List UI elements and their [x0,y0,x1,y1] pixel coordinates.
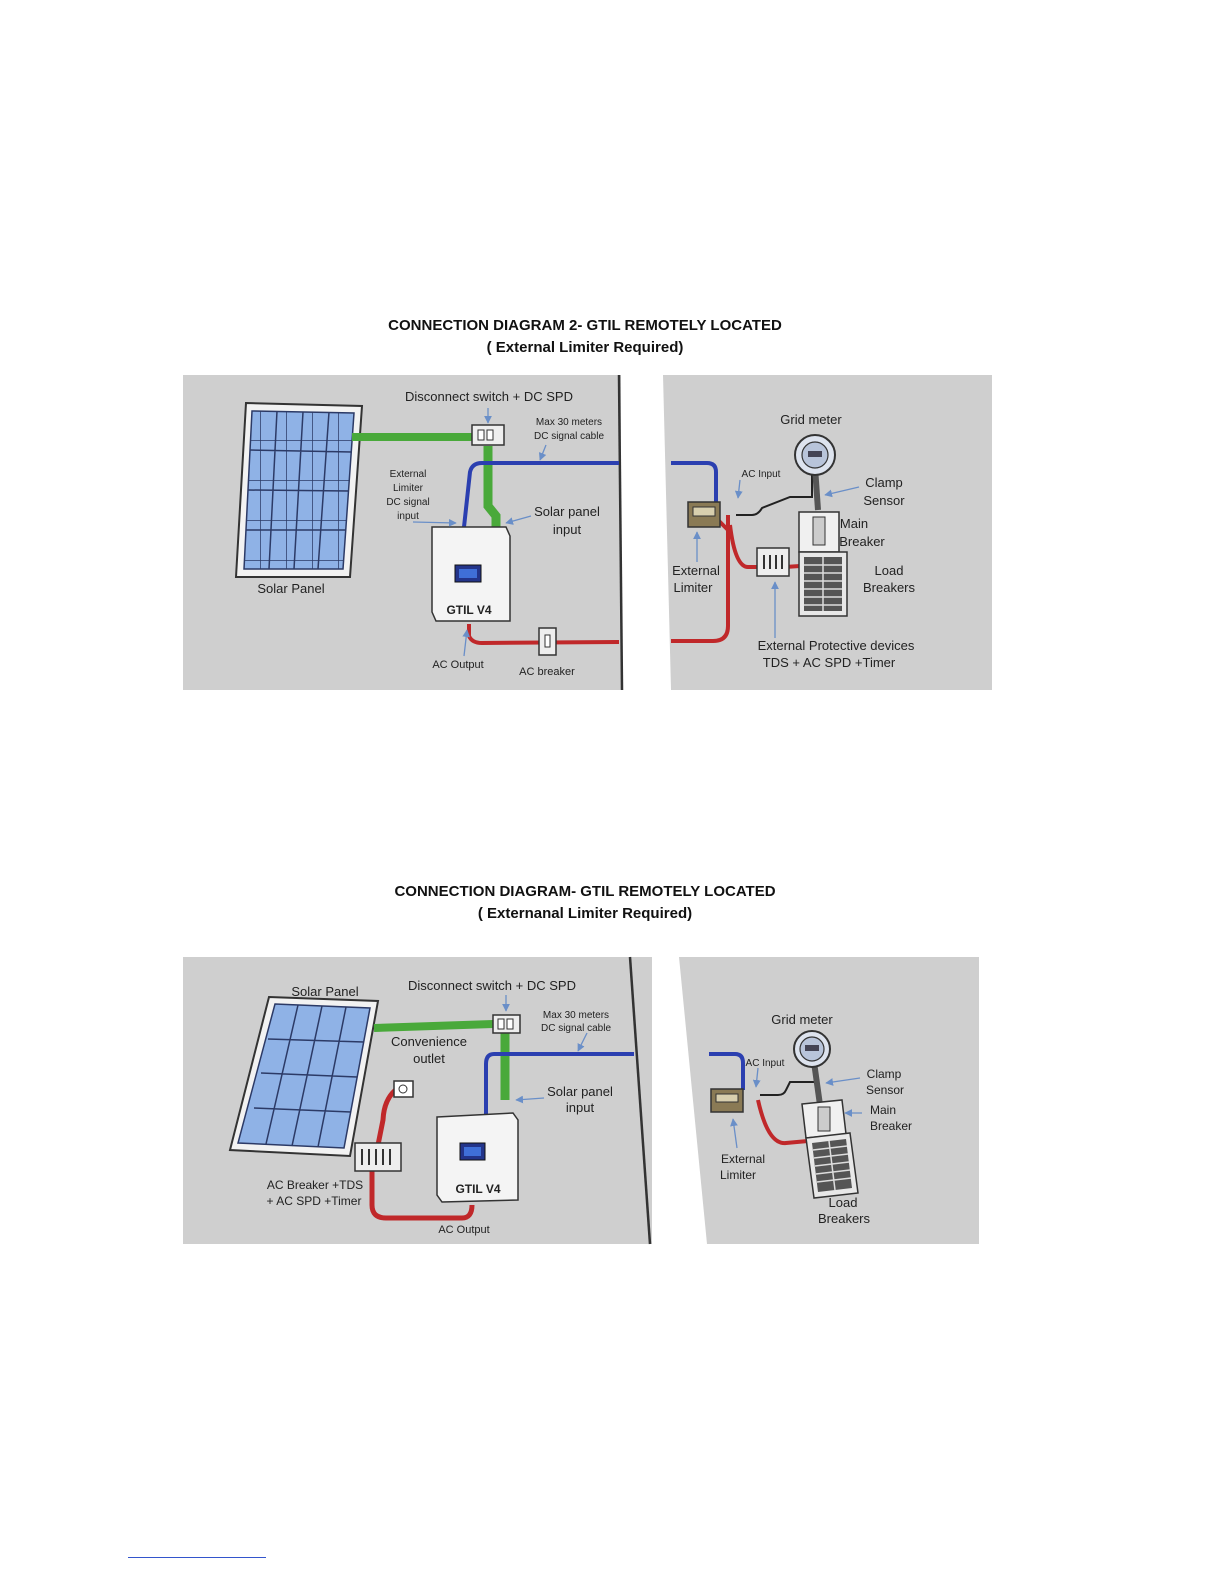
label-clamp2: Sensor [866,1083,904,1097]
label-solar-panel: Solar Panel [257,581,324,596]
arrow-ext [412,518,457,527]
label-max1: Max 30 meters [536,417,602,428]
label-limiter2: Limiter [720,1168,756,1182]
label-spi2: input [566,1100,595,1115]
label-ext2: Limiter [393,483,424,494]
dc-cable [373,1020,494,1032]
label-prot2: TDS + AC SPD +Timer [763,655,896,670]
diagram2-wall-line [628,956,652,1245]
arrow-limiter [730,1118,738,1149]
label-ac-output: AC Output [432,659,483,671]
arrow-spi [505,515,532,525]
label-inverter: GTIL V4 [455,1182,500,1196]
label-spi1: Solar panel [547,1084,613,1099]
label-main1: Main [870,1103,896,1117]
arrow-max [577,1032,588,1052]
external-limiter-icon [687,501,721,528]
label-disconnect: Disconnect switch + DC SPD [405,389,573,404]
label-clamp1: Clamp [867,1067,902,1081]
inverter-icon [431,526,511,622]
diagram1-wall-line [617,374,624,691]
label-ac-output: AC Output [438,1224,489,1236]
arrow-spi [515,1095,545,1104]
label-limiter1: External [672,563,720,578]
label-prot1: External Protective devices [758,638,915,653]
solar-panel-icon [234,401,364,578]
label-ac-breaker: AC breaker [519,666,575,678]
label-load1: Load [875,563,904,578]
diagram1: Disconnect switch + DC SPD Max 30 meters… [183,374,992,691]
arrow-max [538,444,547,461]
label-max2: DC signal cable [541,1023,611,1034]
label-conv2: outlet [413,1051,445,1066]
signal-cable-right [671,461,718,510]
protective-devices-icon [756,547,790,577]
label-max2: DC signal cable [534,431,604,442]
label-spi2: input [553,522,582,537]
label-limiter2: Limiter [673,580,713,595]
label-clamp2: Sensor [863,493,905,508]
dc-cable-down [483,446,501,528]
arrow-clamp [825,1077,861,1086]
convenience-outlet-icon [393,1080,414,1098]
clamp-wire [760,1068,816,1096]
label-ext4: input [397,511,419,522]
signal-cable [462,461,619,528]
grid-meter-icon [794,434,836,476]
label-main1: Main [840,516,868,531]
arrow-acin [752,1067,761,1088]
label-ext1: External [390,469,427,480]
label-load1: Load [829,1195,858,1210]
diagram2: Solar Panel Disconnect switch + DC SPD M… [183,956,979,1245]
label-main2: Breaker [839,534,885,549]
arrow-acin [734,479,743,499]
label-grid-meter: Grid meter [771,1012,833,1027]
diagram1-title-text: CONNECTION DIAGRAM 2- GTIL REMOTELY LOCA… [388,317,782,334]
footnote-separator [128,1557,266,1558]
label-ac-input: AC Input [746,1058,785,1069]
signal-cable [484,1052,634,1118]
diagram2-subtitle: ( Externanal Limiter Required) [477,905,693,922]
label-grid-meter: Grid meter [780,412,842,427]
ac-breaker-tds-icon [354,1142,402,1172]
load-breaker-panel-icon [801,1099,859,1199]
arrow-acout [462,629,471,657]
diagram1-title: CONNECTION DIAGRAM 2- GTIL REMOTELY LOCA… [0,315,1170,359]
diagram2-right-bg [679,957,979,1244]
solar-panel-icon [228,995,380,1158]
label-max1: Max 30 meters [543,1010,609,1021]
ac-cable-right [756,1099,809,1146]
label-acb1: AC Breaker +TDS [267,1178,363,1192]
disconnect-switch-icon [492,1014,521,1034]
meter-stem [811,1061,823,1106]
label-load2: Breakers [863,580,916,595]
label-ac-input: AC Input [742,469,781,480]
label-disconnect: Disconnect switch + DC SPD [408,978,576,993]
diagram2-title-text: CONNECTION DIAGRAM- GTIL REMOTELY LOCATE… [394,883,776,900]
label-limiter1: External [721,1152,765,1166]
diagram1-subtitle: ( External Limiter Required) [486,339,684,356]
label-main2: Breaker [870,1119,912,1133]
label-conv1: Convenience [391,1034,467,1049]
ac-breaker-icon [538,627,557,656]
label-acb2: + AC SPD +Timer [267,1194,362,1208]
label-spi1: Solar panel [534,504,600,519]
load-breaker-panel-icon [798,511,848,617]
label-inverter: GTIL V4 [446,603,491,617]
arrow-clamp [824,486,860,498]
clamp-wire [736,475,813,516]
signal-cable-right [709,1052,745,1090]
disconnect-switch-icon [471,424,505,446]
label-clamp1: Clamp [865,475,903,490]
diagram2-title: CONNECTION DIAGRAM- GTIL REMOTELY LOCATE… [0,881,1170,925]
inverter-icon [436,1112,519,1203]
label-solar-panel: Solar Panel [291,984,358,999]
grid-meter-icon [793,1030,831,1068]
label-ext3: DC signal [386,497,429,508]
label-load2: Breakers [818,1211,871,1226]
external-limiter-icon [710,1088,744,1113]
